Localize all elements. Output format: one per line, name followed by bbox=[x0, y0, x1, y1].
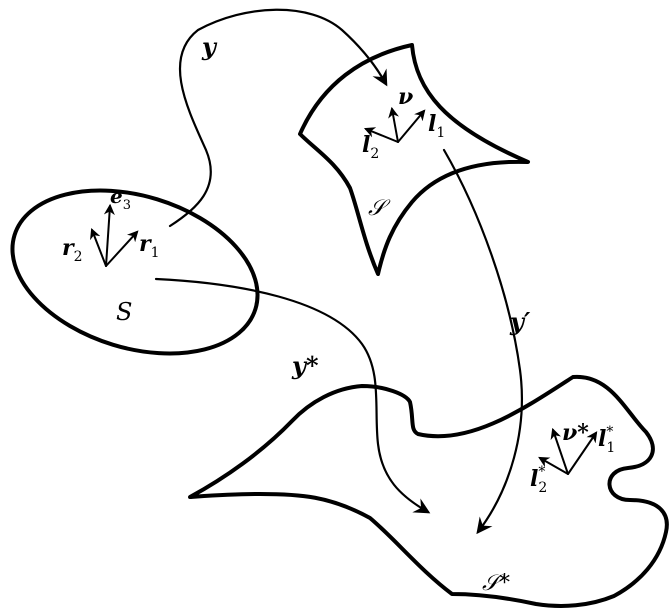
map-y-star-curve bbox=[154, 277, 431, 514]
label-r2: r2 bbox=[62, 235, 83, 265]
l2-star-arrow bbox=[538, 456, 569, 475]
label-surface-script-s: 𝒮 bbox=[368, 196, 391, 221]
label-nu: ν bbox=[398, 84, 413, 110]
e3-arrow bbox=[103, 203, 115, 267]
r2-arrow bbox=[90, 227, 107, 267]
label-e3: e3 bbox=[110, 184, 131, 213]
label-nu-star: ν* bbox=[562, 420, 589, 446]
surface-script-s-outline bbox=[298, 43, 530, 276]
surface-script-s-star-outline bbox=[188, 374, 669, 608]
l1-star-arrow bbox=[567, 431, 598, 475]
label-map-y: y bbox=[201, 32, 218, 61]
label-surface-script-s-star: 𝒮* bbox=[482, 571, 510, 596]
nu-arrow bbox=[388, 106, 399, 143]
label-l2-star: l*2 bbox=[530, 464, 547, 496]
label-map-y-star: y* bbox=[291, 351, 319, 380]
nu-star-arrow bbox=[550, 427, 569, 475]
l2-arrow bbox=[363, 127, 399, 143]
region-s-outline bbox=[10, 188, 260, 356]
map-y-prime-curve bbox=[442, 148, 523, 535]
label-r1: r1 bbox=[139, 231, 160, 261]
map-y-curve bbox=[168, 8, 388, 228]
label-region-s: S bbox=[116, 298, 132, 326]
label-l1: l1 bbox=[428, 111, 445, 141]
script-s-vector-triad bbox=[363, 106, 426, 143]
label-map-y-prime: y′ bbox=[509, 307, 531, 336]
label-l1-star: l*1 bbox=[598, 424, 615, 456]
label-l2: l2 bbox=[362, 132, 379, 162]
script-s-star-vector-triad bbox=[538, 427, 598, 475]
l1-arrow bbox=[397, 109, 426, 143]
r1-arrow bbox=[105, 230, 139, 267]
s-vector-triad bbox=[90, 203, 139, 267]
